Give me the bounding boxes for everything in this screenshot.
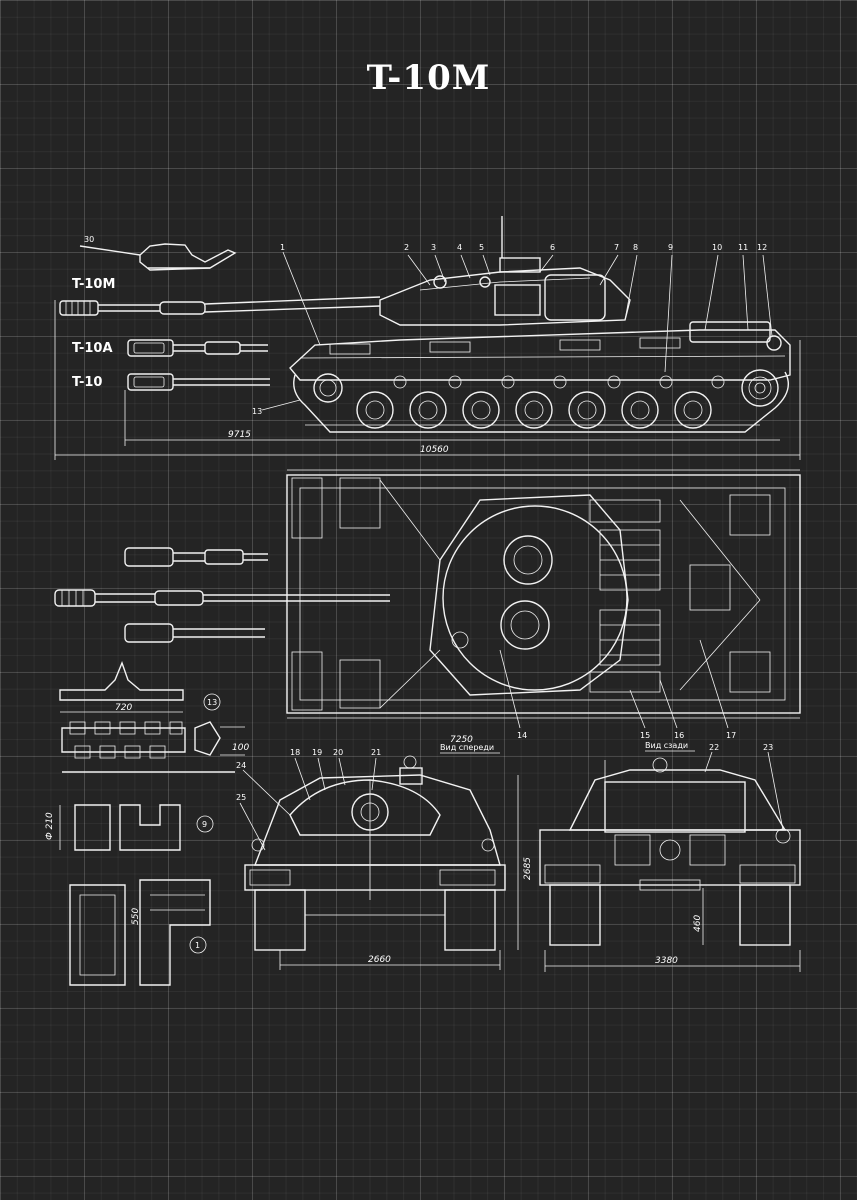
barrel-t10 xyxy=(127,373,270,391)
track-details: 720 100 13 Ф 210 9 550 1 xyxy=(45,661,249,986)
side-callouts: 1 2 3 4 5 6 7 8 9 10 11 12 13 xyxy=(252,243,773,416)
barrel-t10a xyxy=(127,339,268,357)
callout-23: 23 xyxy=(763,743,773,752)
callout-9: 9 xyxy=(668,243,673,252)
label-t10m: T-10M xyxy=(72,277,115,292)
dim-10560: 10560 xyxy=(420,445,449,455)
dim-3380: 3380 xyxy=(655,956,678,966)
callout-2: 2 xyxy=(404,243,409,252)
mark-13: 13 xyxy=(207,698,217,707)
front-view: 2660 2685 Вид спереди 18 19 20 21 24 25 xyxy=(236,743,533,970)
side-dimensions: 9715 10560 xyxy=(54,300,801,460)
label-t10a: T-10A xyxy=(72,341,113,356)
top-barrels xyxy=(54,547,390,643)
view-rear: Вид сзади xyxy=(645,741,688,750)
dim-550: 550 xyxy=(131,908,141,925)
callout-22: 22 xyxy=(709,743,719,752)
top-view: 14 15 16 17 7250 xyxy=(54,469,801,745)
callout-7: 7 xyxy=(614,243,619,252)
dim-2660: 2660 xyxy=(368,955,391,965)
rear-view: 3380 460 Вид сзади 22 23 xyxy=(539,741,801,972)
callout-16: 16 xyxy=(674,731,684,740)
turret-ring xyxy=(442,505,628,691)
page-title: T-10M xyxy=(366,58,491,98)
callout-13: 13 xyxy=(252,407,262,416)
barrel-t10m xyxy=(59,296,381,316)
side-view: 30 T-10M T-10A T-10 xyxy=(54,216,801,460)
view-front: Вид спереди xyxy=(440,743,494,752)
callout-17: 17 xyxy=(726,731,736,740)
callout-25: 25 xyxy=(236,793,246,802)
callout-21: 21 xyxy=(371,748,381,757)
callout-30: 30 xyxy=(84,235,94,244)
dim-210: Ф 210 xyxy=(45,812,55,840)
hull-top-outline xyxy=(286,474,801,714)
dim-460: 460 xyxy=(693,915,703,932)
callout-5: 5 xyxy=(479,243,484,252)
label-t10: T-10 xyxy=(72,375,102,390)
small-tank-silhouette: 30 xyxy=(79,235,237,271)
callout-14: 14 xyxy=(517,731,527,740)
engine-grilles xyxy=(589,494,771,693)
callout-12: 12 xyxy=(757,243,767,252)
callout-3: 3 xyxy=(431,243,436,252)
callout-6: 6 xyxy=(550,243,555,252)
dim-9715: 9715 xyxy=(228,430,251,440)
mark-9: 9 xyxy=(202,820,207,829)
callout-8: 8 xyxy=(633,243,638,252)
callout-15: 15 xyxy=(640,731,650,740)
callout-10: 10 xyxy=(712,243,722,252)
callout-4: 4 xyxy=(457,243,462,252)
dim-7250: 7250 xyxy=(450,735,473,745)
callout-1: 1 xyxy=(280,243,285,252)
mark-1: 1 xyxy=(195,941,200,950)
dim-2685: 2685 xyxy=(523,857,533,880)
callout-18: 18 xyxy=(290,748,300,757)
hull-side xyxy=(289,216,791,381)
callout-11: 11 xyxy=(738,243,748,252)
dim-100: 100 xyxy=(232,743,249,753)
dim-720: 720 xyxy=(115,703,132,713)
callout-20: 20 xyxy=(333,748,343,757)
callout-24: 24 xyxy=(236,761,246,770)
running-gear xyxy=(293,369,789,433)
callout-19: 19 xyxy=(312,748,322,757)
